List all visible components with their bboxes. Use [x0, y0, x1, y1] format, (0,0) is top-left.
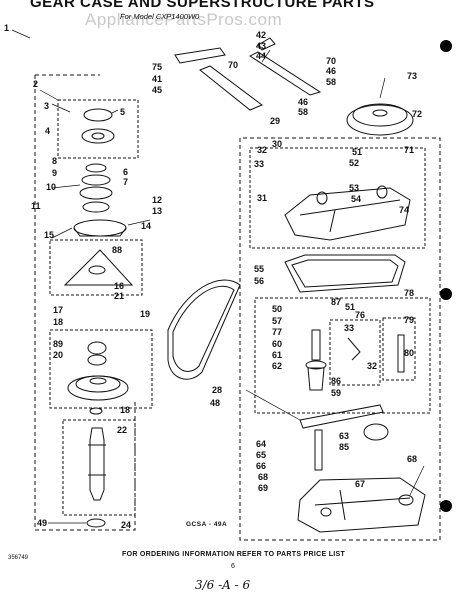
callout-41: 41	[152, 74, 163, 84]
callout-46-upper: 46	[326, 66, 337, 76]
callout-10: 10	[46, 182, 57, 192]
callout-28: 28	[212, 385, 223, 395]
callout-56: 56	[254, 276, 265, 286]
binder-hole-middle	[440, 288, 452, 300]
callout-9: 9	[52, 168, 58, 178]
callout-17: 17	[53, 305, 64, 315]
document-number: 356749	[8, 555, 29, 561]
callout-72: 72	[412, 109, 423, 119]
callout-19: 19	[140, 309, 151, 319]
callout-33-upper: 33	[254, 159, 265, 169]
callout-1: 1	[4, 23, 10, 33]
callout-52: 52	[349, 158, 360, 168]
callout-59: 59	[331, 388, 342, 398]
page-title: GEAR CASE AND SUPERSTRUCTURE PARTS	[30, 0, 375, 11]
callout-4: 4	[45, 126, 51, 136]
callout-45: 45	[152, 85, 163, 95]
callout-74: 74	[399, 205, 410, 215]
handwritten-note: 3/6 -A - 6	[195, 578, 251, 592]
callout-7: 7	[123, 177, 129, 187]
callout-65: 65	[256, 450, 267, 460]
callout-32-upper: 32	[257, 145, 268, 155]
callout-30: 30	[272, 139, 283, 149]
callout-79: 80	[404, 348, 415, 358]
callout-85: 77	[272, 327, 283, 337]
callout-53: 53	[349, 183, 360, 193]
callout-33-lower: 33	[344, 323, 355, 333]
callout-87: 87	[331, 297, 342, 307]
callout-66: 66	[256, 461, 267, 471]
callout-88: 88	[112, 245, 123, 255]
callout-44: 44	[256, 51, 267, 61]
callout-24: 24	[121, 520, 132, 530]
callout-58-upper: 58	[326, 77, 337, 87]
ordering-instruction: FOR ORDERING INFORMATION REFER TO PARTS …	[122, 551, 346, 558]
callout-71: 71	[404, 145, 415, 155]
callout-68-left: 68	[258, 472, 269, 482]
callout-18-upper: 18	[53, 317, 64, 327]
page-number: 6	[231, 563, 235, 570]
callout-2: 2	[33, 79, 39, 89]
callout-57: 57	[272, 316, 283, 326]
figure-code: GCSA - 49A	[186, 521, 228, 528]
callout-75: 75	[152, 62, 163, 72]
callout-11: 11	[31, 201, 41, 211]
callout-6: 6	[123, 167, 129, 177]
callout-78: 79	[404, 315, 415, 325]
callout-18-lower: 18	[120, 405, 131, 415]
callout-60: 60	[272, 339, 283, 349]
callout-68-right: 68	[407, 454, 418, 464]
callout-64: 64	[256, 439, 267, 449]
callout-86: 86	[331, 376, 342, 386]
callout-3: 3	[44, 101, 50, 111]
callout-55: 55	[254, 264, 265, 274]
callout-67: 67	[355, 479, 366, 489]
callout-46-lower: 46	[298, 97, 309, 107]
callout-15: 15	[44, 230, 55, 240]
callout-69: 69	[258, 483, 269, 493]
callout-70-left: 70	[228, 60, 239, 70]
callout-8: 8	[52, 156, 58, 166]
callout-54: 54	[351, 194, 362, 204]
callout-58-lower: 58	[298, 107, 309, 117]
binder-hole-top	[440, 40, 452, 52]
callout-42: 42	[256, 30, 267, 40]
callout-29: 29	[270, 116, 281, 126]
callout-12: 12	[152, 195, 163, 205]
callout-61: 61	[272, 350, 283, 360]
callout-63: 63	[339, 431, 350, 441]
callout-32-lower: 32	[367, 361, 378, 371]
watermark-text: AppliancePartsPros.com	[85, 10, 283, 29]
model-subtitle: For Model CXP1400W0	[120, 12, 200, 21]
callout-50: 50	[272, 304, 283, 314]
callout-73: 73	[407, 71, 418, 81]
callout-80: 85	[339, 442, 350, 452]
callout-70-right: 70	[326, 56, 337, 66]
callout-5: 5	[120, 107, 126, 117]
callout-13: 13	[152, 206, 163, 216]
callout-22: 22	[117, 425, 128, 435]
binder-hole-bottom	[440, 500, 452, 512]
callout-20: 20	[53, 350, 64, 360]
callout-89: 89	[53, 339, 64, 349]
callout-14: 14	[141, 221, 152, 231]
callout-77: 78	[404, 288, 415, 298]
callout-49: 49	[37, 518, 48, 528]
callout-21: 21	[114, 291, 125, 301]
callout-76: 76	[355, 310, 366, 320]
callout-16: 16	[114, 281, 125, 291]
callout-43: 43	[256, 41, 267, 51]
callout-51-upper: 51	[352, 147, 363, 157]
callout-48: 48	[210, 398, 221, 408]
callout-31: 31	[257, 193, 268, 203]
callout-51-lower: 51	[345, 302, 356, 312]
callout-62: 62	[272, 361, 283, 371]
